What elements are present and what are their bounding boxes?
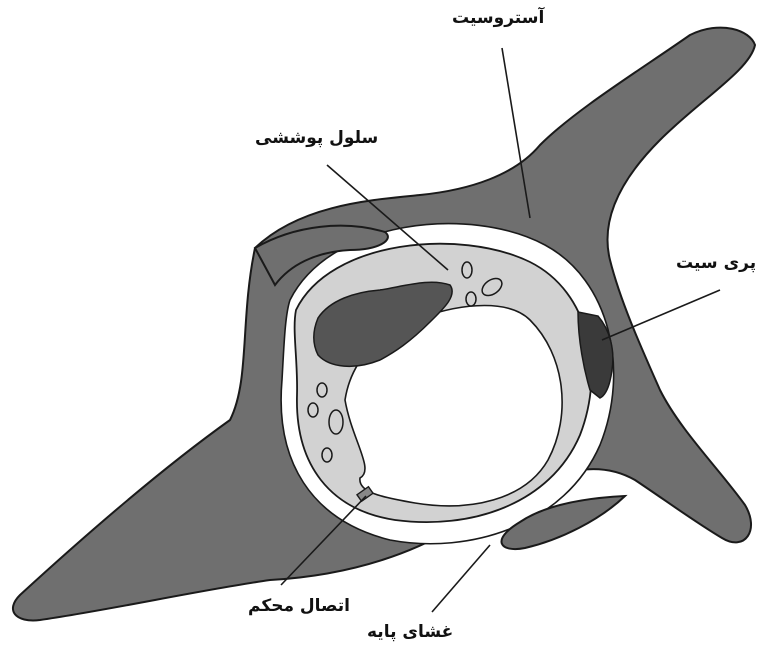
label-endothelial-cell: سلول پوششی <box>255 128 378 148</box>
organelle <box>462 262 472 278</box>
organelle <box>308 403 318 417</box>
label-pericyte: پری سیت <box>676 253 756 273</box>
label-astrocyte: آستروسیت <box>452 8 544 28</box>
basement-membrane-pointer <box>432 545 490 612</box>
organelle <box>466 292 476 306</box>
organelle <box>329 410 343 434</box>
label-basement-membrane: غشای پایه <box>367 622 453 642</box>
label-tight-junction: اتصال محکم <box>248 596 350 616</box>
organelle <box>317 383 327 397</box>
organelle <box>322 448 332 462</box>
